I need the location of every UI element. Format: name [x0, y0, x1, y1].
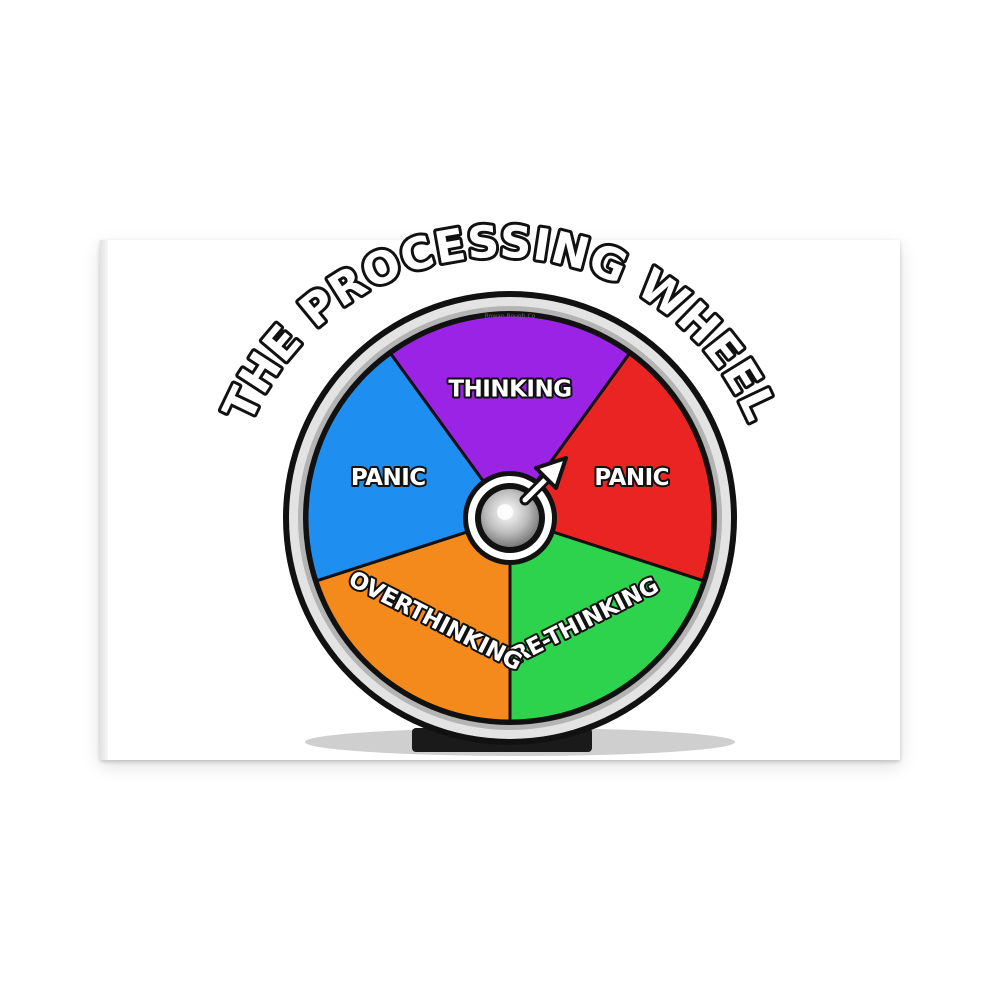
- wheel-segment: [305, 352, 512, 583]
- wheel-segment: [315, 516, 512, 723]
- wheel-segment: [508, 516, 705, 723]
- canvas-edge: [100, 240, 108, 760]
- wheel-segment-label: PANIC: [351, 465, 426, 491]
- wheel-segment: [389, 313, 631, 520]
- brand-mark: Rowan Rough Co: [485, 313, 536, 320]
- pointer-arrow-icon: [519, 456, 568, 506]
- wheel-segment: [508, 352, 715, 583]
- wheel-segments: [305, 313, 715, 723]
- wheel-segment-label: THINKING: [448, 377, 571, 403]
- wheel-segment-label: PANIC: [594, 465, 669, 491]
